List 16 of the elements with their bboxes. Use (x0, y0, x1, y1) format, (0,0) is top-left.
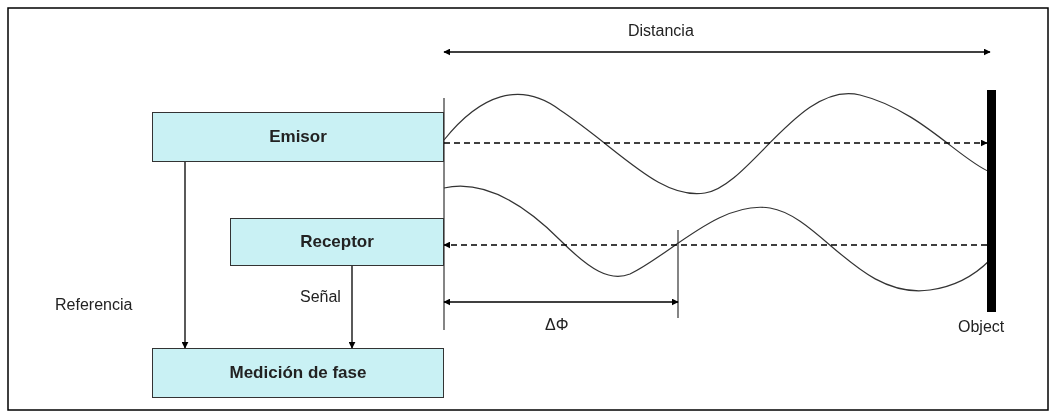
arrow (443, 139, 988, 147)
arrow (348, 265, 356, 349)
edge-label: Referencia (55, 296, 133, 314)
process-box (152, 112, 444, 162)
process-box (152, 348, 444, 398)
box-label: Receptor (300, 232, 374, 252)
box-label: Emisor (269, 127, 327, 147)
arrow (443, 241, 988, 249)
dimension-label: Distancia (628, 22, 694, 40)
dimension-label: ΔΦ (545, 316, 569, 334)
box-label: Medición de fase (229, 363, 367, 383)
arrow (181, 161, 189, 349)
object-caption: Object (958, 318, 1005, 336)
process-box (230, 218, 444, 266)
object-bar (987, 90, 996, 312)
edge-label: Señal (300, 288, 341, 306)
